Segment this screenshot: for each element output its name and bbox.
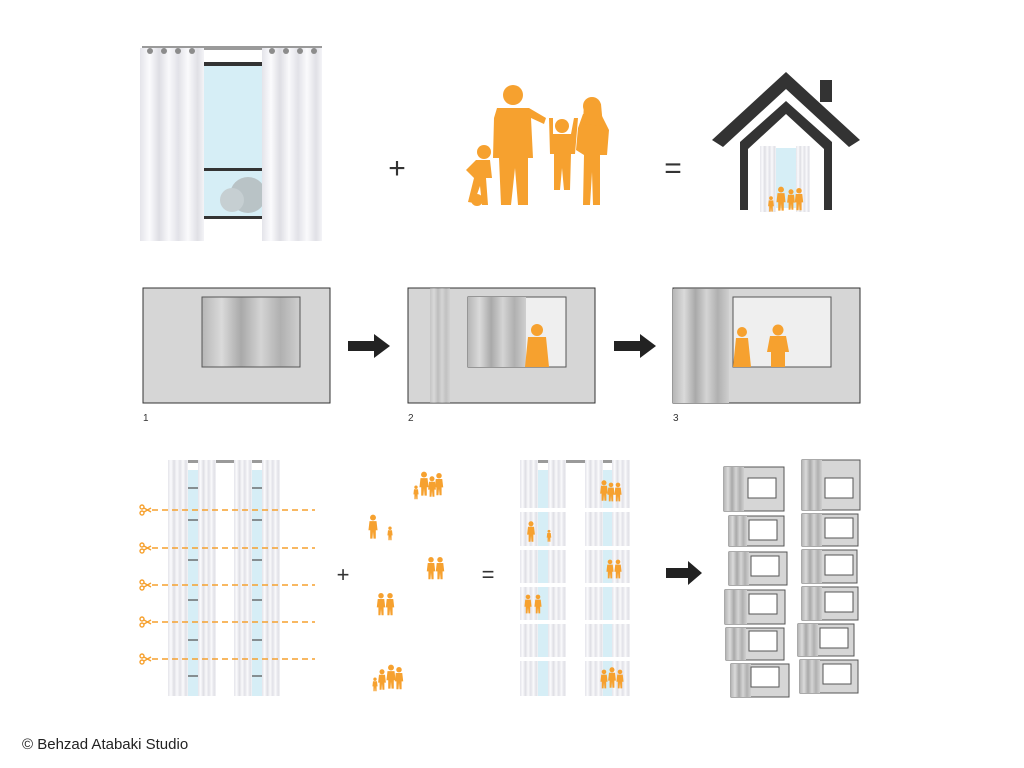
family-silhouette [466,85,609,206]
scattered-figures [368,471,445,692]
step-3-panel [672,287,861,404]
arrow-right-icon [348,334,390,358]
house-icon [712,72,860,212]
arrow-right-icon [614,334,656,358]
step-label-1: 1 [143,413,149,424]
equals-operator: = [482,562,495,587]
step-2-panel [407,287,596,404]
step-label-2: 2 [408,413,414,424]
step-label-3: 3 [673,413,679,424]
arrow-right-icon [666,561,702,585]
curtain-strips-with-cut-lines [152,460,315,696]
plus-operator: + [337,562,350,587]
scissors-icon [139,504,152,665]
window-with-curtains [140,46,322,241]
copyright-credit: © Behzad Atabaki Studio [22,736,189,753]
step-1-panel [142,287,331,404]
plus-operator: + [388,152,406,185]
equals-operator: = [664,152,682,185]
curtain-strips-with-figures [518,460,632,696]
facade-panels [723,459,861,698]
